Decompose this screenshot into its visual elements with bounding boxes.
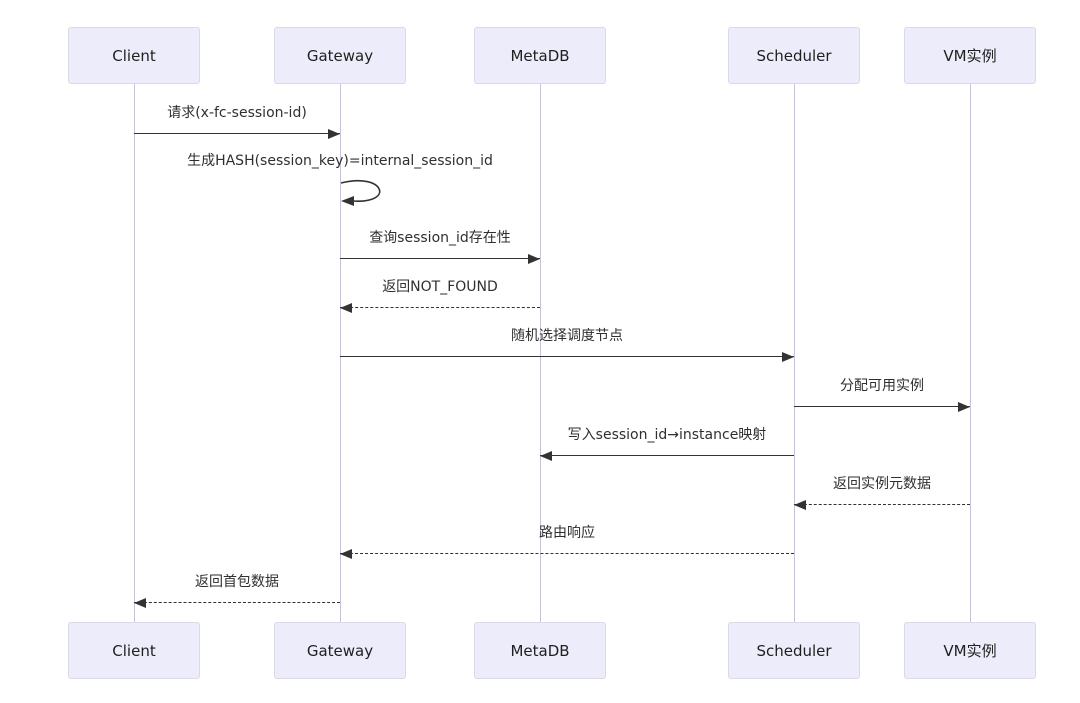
message-line-4	[340, 356, 794, 357]
message-label-3: 返回NOT_FOUND	[382, 279, 498, 295]
actor-bottom-client: Client	[68, 622, 200, 679]
actor-bottom-metadb: MetaDB	[474, 622, 606, 679]
message-line-9	[134, 602, 340, 603]
message-line-6	[540, 455, 794, 456]
actor-top-scheduler: Scheduler	[728, 27, 860, 84]
message-line-2	[340, 258, 540, 259]
lifeline-scheduler	[793, 84, 795, 622]
actor-label-scheduler: Scheduler	[756, 641, 832, 660]
arrowhead-right-2	[528, 254, 540, 264]
actor-top-client: Client	[68, 27, 200, 84]
actor-label-gateway: Gateway	[306, 641, 374, 660]
actor-label-scheduler: Scheduler	[756, 46, 832, 65]
message-label-7: 返回实例元数据	[833, 476, 931, 492]
message-line-5	[794, 406, 970, 407]
actor-top-gateway: Gateway	[274, 27, 406, 84]
arrowhead-left-7	[794, 500, 806, 510]
actor-label-client: Client	[112, 46, 156, 65]
lifeline-client	[133, 84, 135, 622]
lifeline-gateway	[339, 84, 341, 622]
actor-top-vm: VM实例	[904, 27, 1036, 84]
self-loop-arrow	[340, 179, 381, 206]
message-label-9: 返回首包数据	[195, 574, 279, 590]
actor-label-vm: VM实例	[943, 47, 997, 65]
actor-top-metadb: MetaDB	[474, 27, 606, 84]
actor-bottom-scheduler: Scheduler	[728, 622, 860, 679]
message-label-4: 随机选择调度节点	[511, 328, 623, 344]
actor-bottom-gateway: Gateway	[274, 622, 406, 679]
actor-bottom-vm: VM实例	[904, 622, 1036, 679]
message-label-1: 生成HASH(session_key)=internal_session_id	[187, 153, 493, 169]
message-label-5: 分配可用实例	[840, 378, 924, 394]
message-line-7	[794, 504, 970, 505]
arrowhead-left-6	[540, 451, 552, 461]
actor-label-gateway: Gateway	[306, 46, 374, 65]
message-line-0	[134, 133, 340, 134]
message-label-0: 请求(x-fc-session-id)	[167, 105, 307, 121]
lifeline-metadb	[539, 84, 541, 622]
message-label-2: 查询session_id存在性	[369, 230, 511, 246]
arrowhead-right-5	[958, 402, 970, 412]
message-line-3	[340, 307, 540, 308]
lifeline-vm	[969, 84, 971, 622]
message-label-8: 路由响应	[539, 525, 595, 541]
arrowhead-right-0	[328, 129, 340, 139]
message-label-6: 写入session_id→instance映射	[567, 427, 767, 443]
actor-label-metadb: MetaDB	[510, 641, 570, 660]
arrowhead-left-3	[340, 303, 352, 313]
message-line-8	[340, 553, 794, 554]
actor-label-vm: VM实例	[943, 642, 997, 660]
arrowhead-right-4	[782, 352, 794, 362]
actor-label-metadb: MetaDB	[510, 46, 570, 65]
arrowhead-left-8	[340, 549, 352, 559]
arrowhead-left-9	[134, 598, 146, 608]
actor-label-client: Client	[112, 641, 156, 660]
